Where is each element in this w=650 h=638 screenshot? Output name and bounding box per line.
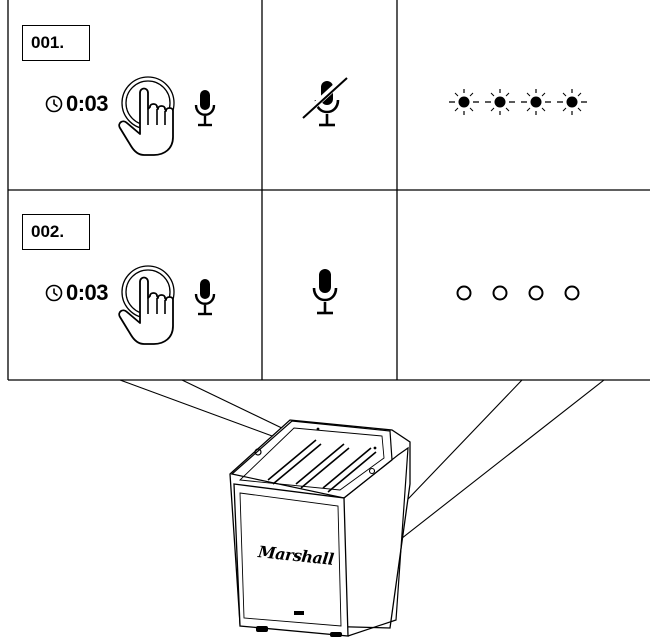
microphone-muted-icon xyxy=(298,73,350,127)
mic-button-callout xyxy=(294,611,304,615)
hold-duration-text: 0:03 xyxy=(66,280,109,305)
instruction-table-grid xyxy=(7,0,650,381)
speaker-foot xyxy=(330,632,342,637)
led-flashing xyxy=(557,89,587,115)
led-flashing xyxy=(485,89,515,115)
led-indicators-flashing xyxy=(449,89,587,115)
clock-icon xyxy=(45,95,63,113)
led-off xyxy=(564,285,580,301)
speaker-illustration xyxy=(229,419,411,637)
press-button-icon xyxy=(118,76,175,156)
led-off xyxy=(528,285,544,301)
step-number-label: 002. xyxy=(22,214,90,250)
speaker-slider-controls xyxy=(267,439,377,493)
led-off xyxy=(492,285,508,301)
microphone-icon xyxy=(312,269,338,315)
led-flashing xyxy=(449,89,479,115)
clock-icon xyxy=(45,284,63,302)
step-number-label: 001. xyxy=(22,25,90,61)
led-indicators-off xyxy=(456,285,580,301)
microphone-icon xyxy=(194,90,216,127)
hold-duration-text: 0:03 xyxy=(66,91,109,116)
led-off xyxy=(456,285,472,301)
speaker-top-panel xyxy=(230,420,393,499)
led-flashing xyxy=(521,89,551,115)
microphone-icon xyxy=(194,279,216,316)
speaker-foot xyxy=(256,626,268,632)
press-button-icon xyxy=(118,265,175,345)
